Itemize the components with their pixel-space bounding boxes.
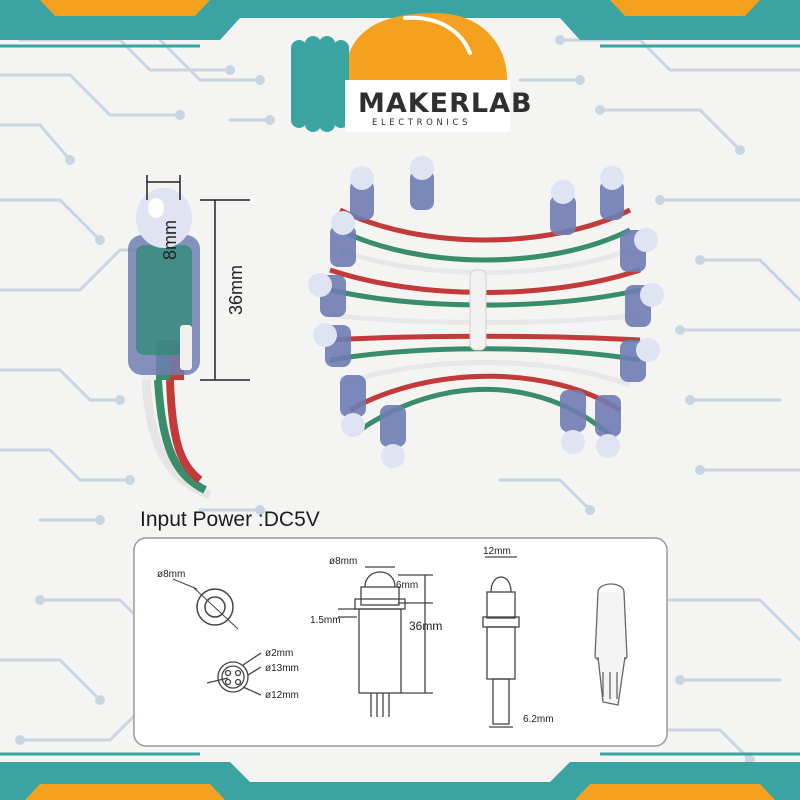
front-view-width: 12mm <box>483 546 511 557</box>
side-view-diameter: ø8mm <box>329 556 357 567</box>
photo-height-dimension: 36mm <box>226 265 246 315</box>
led-string-photo <box>308 156 664 468</box>
dome-height: 6mm <box>396 580 418 591</box>
lead-length: 6.2mm <box>523 714 554 725</box>
brand-name: MAKERLAB <box>358 88 533 119</box>
dimension-drawing-panel: ø8mm ø2mm ø13mm ø12mm ø8mm 6mm 1.5mm 36m… <box>133 537 668 747</box>
photo-top-dimension: 8mm <box>160 220 180 260</box>
flange-thickness: 1.5mm <box>310 615 341 626</box>
side-view-height: 36mm <box>409 619 442 633</box>
bottom-frame <box>0 752 800 800</box>
pin-diameter: ø2mm <box>265 648 293 659</box>
side-view-drawing <box>338 566 433 717</box>
makerlab-logo-icon <box>291 13 510 132</box>
perspective-drawing <box>594 583 628 706</box>
led-module-photo: 8mm 36mm <box>128 175 250 500</box>
top-view-diameter: ø8mm <box>157 569 185 580</box>
brand-subtitle: ELECTRONICS <box>372 118 471 128</box>
inner-diameter: ø12mm <box>265 690 299 701</box>
outer-diameter: ø13mm <box>265 663 299 674</box>
front-view-drawing <box>482 556 520 728</box>
top-view-drawing <box>172 578 239 630</box>
input-power-label: Input Power :DC5V <box>140 508 320 531</box>
bottom-view-drawing <box>206 652 262 696</box>
top-frame <box>0 0 800 48</box>
